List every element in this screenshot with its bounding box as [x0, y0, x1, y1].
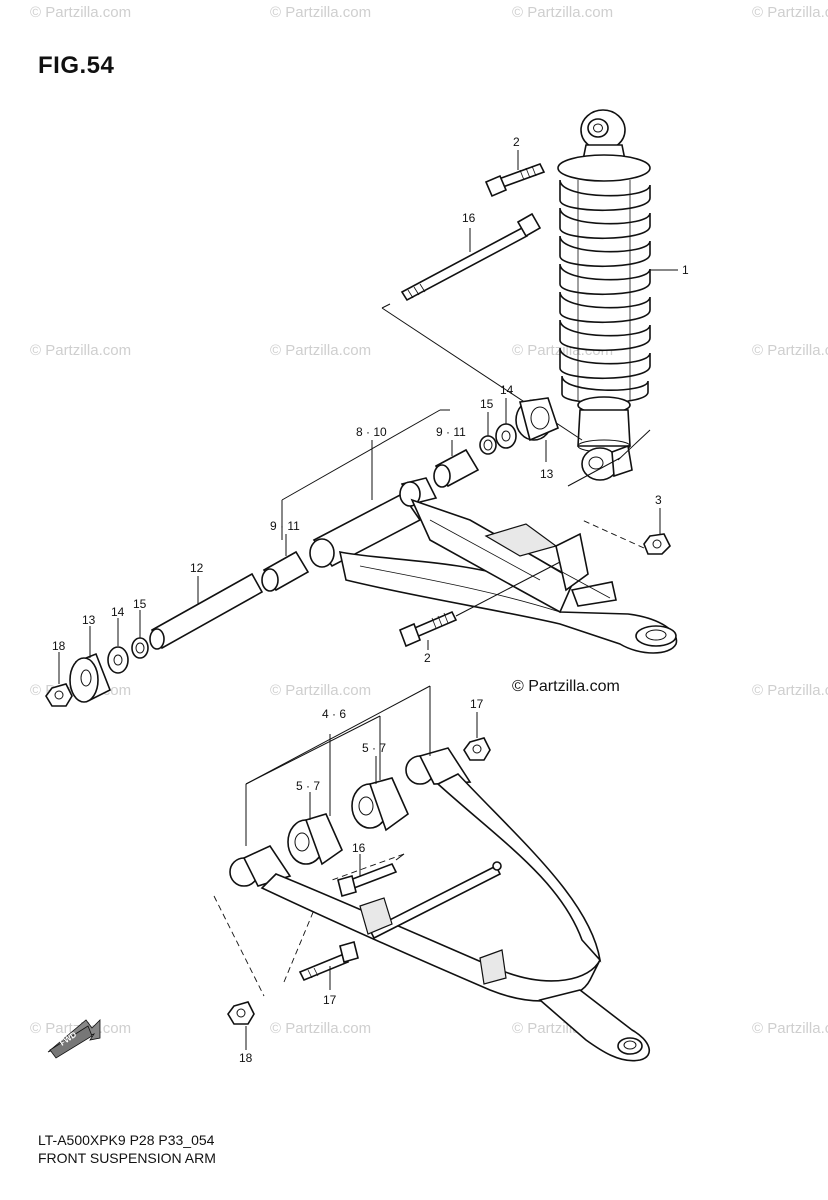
watermark: © Partzilla.com: [752, 1020, 828, 1037]
callout-4-6: 4 · 6: [322, 707, 346, 721]
callout-17-bolt: 17: [323, 993, 337, 1007]
callout-13-left: 13: [82, 613, 96, 627]
cap-right[interactable]: [515, 397, 559, 442]
watermark: © Partzilla.com: [270, 4, 372, 21]
seal-right[interactable]: [479, 435, 497, 455]
upper-bolt[interactable]: [484, 163, 546, 198]
watermark: © Partzilla.com: [270, 342, 372, 359]
callout-8-10: 8 · 10: [356, 425, 387, 439]
bushing-left[interactable]: [287, 813, 343, 866]
watermark: © Partzilla.com: [752, 4, 828, 21]
watermark: © Partzilla.com: [30, 4, 132, 21]
callout-15-left: 15: [133, 597, 147, 611]
seal-left[interactable]: [131, 637, 149, 659]
watermark: © Partzilla.com: [512, 4, 614, 21]
callout-16-upper: 16: [462, 211, 476, 225]
lower-bolt[interactable]: [398, 610, 458, 648]
figure-title: FIG.54: [38, 52, 115, 79]
section-title: FRONT SUSPENSION ARM: [38, 1150, 216, 1166]
forward-arrow-icon: FWD: [47, 1019, 101, 1059]
callout-16-lower: 16: [352, 841, 366, 855]
callout-18-bottom: 18: [239, 1051, 253, 1065]
watermark: © Partzilla.com: [270, 1020, 372, 1037]
callout-17-nut: 17: [470, 697, 484, 711]
callout-13-right: 13: [540, 467, 554, 481]
nut-bottom[interactable]: [227, 1001, 255, 1025]
callout-14-right: 14: [500, 383, 514, 397]
callout-14-left: 14: [111, 605, 125, 619]
long-bolt-upper[interactable]: [400, 212, 542, 302]
callout-3: 3: [655, 493, 662, 507]
nut-upper[interactable]: [643, 533, 671, 555]
callout-2-upper: 2: [513, 135, 520, 149]
callout-12: 12: [190, 561, 204, 575]
upper-bushing-right[interactable]: [433, 448, 480, 488]
callout-5-7-left: 5 · 7: [296, 779, 320, 793]
nut-lower-arm[interactable]: [463, 737, 491, 761]
upper-bushing-left[interactable]: [261, 550, 310, 592]
callout-9-11-right: 9 · 11: [436, 425, 466, 439]
shock-absorber[interactable]: [557, 109, 651, 481]
watermark: © Partzilla.com: [270, 682, 372, 699]
bolt-lower-arm[interactable]: [298, 941, 359, 982]
watermark: © Partzilla.com: [30, 342, 132, 359]
nut-left[interactable]: [45, 683, 73, 707]
washer-left[interactable]: [107, 646, 129, 674]
brand-watermark: © Partzilla.com: [512, 678, 620, 695]
callout-2-lower: 2: [424, 651, 431, 665]
washer-right[interactable]: [495, 423, 517, 449]
model-code: LT-A500XPK9 P28 P33_054: [38, 1132, 215, 1148]
callout-9-11-left: 9 · 11: [270, 519, 300, 533]
lower-arm[interactable]: [229, 747, 651, 1062]
long-bolt-lower[interactable]: [337, 862, 398, 897]
watermark: © Partzilla.com: [752, 342, 828, 359]
bushing-right[interactable]: [351, 777, 409, 832]
callout-18-left: 18: [52, 639, 66, 653]
spacer[interactable]: [149, 572, 264, 650]
callout-1: 1: [682, 263, 689, 277]
upper-arm[interactable]: [309, 477, 678, 654]
watermark: © Partzilla.com: [752, 682, 828, 699]
callout-15-right: 15: [480, 397, 494, 411]
callout-5-7-right: 5 · 7: [362, 741, 386, 755]
cap-left[interactable]: [69, 652, 112, 703]
